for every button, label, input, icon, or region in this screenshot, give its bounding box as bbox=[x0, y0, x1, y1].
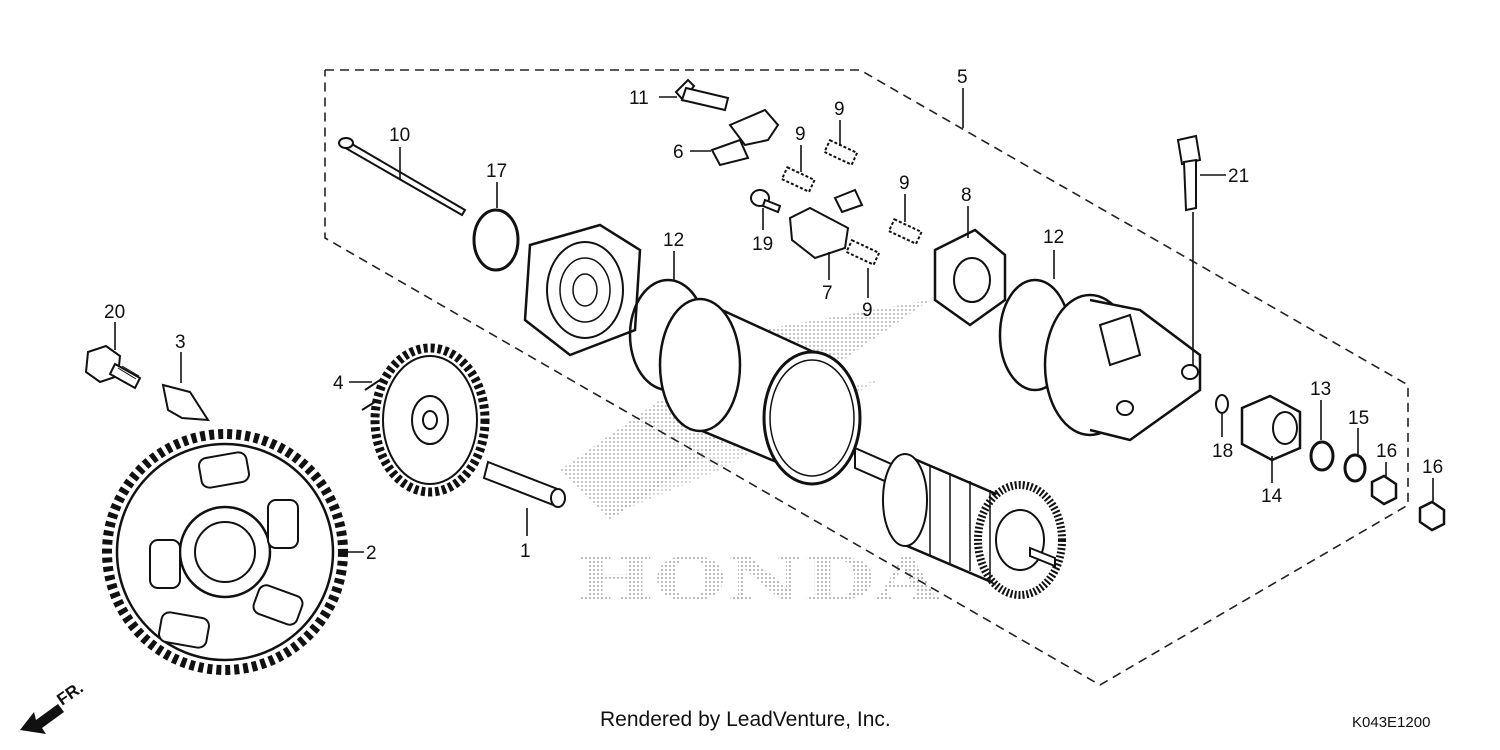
callout-18: 18 bbox=[1212, 441, 1233, 462]
screw-19 bbox=[750, 189, 782, 214]
terminal-bolt-11 bbox=[674, 78, 730, 112]
callout-1: 1 bbox=[520, 541, 531, 562]
nut-16b bbox=[1418, 500, 1446, 532]
brush-terminal-6 bbox=[710, 108, 780, 167]
callout-13: 13 bbox=[1310, 379, 1331, 400]
terminal-insulator-14 bbox=[1240, 394, 1302, 462]
callout-5: 5 bbox=[957, 67, 968, 88]
reduction-gear-shaft-1 bbox=[482, 460, 566, 508]
callout-16a: 16 bbox=[1376, 441, 1397, 462]
callout-2: 2 bbox=[366, 543, 377, 564]
starter-motor-yoke bbox=[658, 297, 862, 486]
washer-13 bbox=[1309, 440, 1335, 472]
flange-bolt-20 bbox=[84, 344, 142, 390]
o-ring-17 bbox=[472, 208, 520, 272]
callout-19: 19 bbox=[752, 234, 773, 255]
callout-8: 8 bbox=[961, 185, 972, 206]
callout-16b: 16 bbox=[1422, 457, 1443, 478]
callout-9a: 9 bbox=[834, 99, 845, 120]
callout-12a: 12 bbox=[663, 230, 684, 251]
callout-9d: 9 bbox=[862, 300, 873, 321]
starter-driven-gear bbox=[102, 429, 348, 675]
reduction-gear-4 bbox=[361, 343, 490, 497]
rear-cover bbox=[1043, 293, 1202, 442]
callout-12b: 12 bbox=[1043, 227, 1064, 248]
honda-watermark-text: HONDA bbox=[575, 545, 942, 615]
callout-3: 3 bbox=[175, 332, 186, 353]
callout-17: 17 bbox=[486, 161, 507, 182]
callout-20: 20 bbox=[104, 302, 125, 323]
brush-springs bbox=[780, 138, 923, 267]
callout-9c: 9 bbox=[899, 173, 910, 194]
diagram-code: K043E1200 bbox=[1352, 714, 1431, 731]
brush-holder-7 bbox=[788, 188, 864, 260]
callout-7: 7 bbox=[822, 283, 833, 304]
callout-11: 11 bbox=[629, 88, 649, 109]
footer-credit: Rendered by LeadVenture, Inc. bbox=[600, 708, 891, 731]
callouts: 1 2 3 4 5 6 7 8 9 9 9 9 10 11 12 12 13 1… bbox=[104, 67, 1443, 564]
front-direction-arrow: FR. bbox=[20, 678, 87, 734]
callout-6: 6 bbox=[673, 142, 684, 163]
through-bolt-10 bbox=[338, 137, 467, 217]
callout-15: 15 bbox=[1348, 408, 1369, 429]
leader-lines bbox=[114, 88, 1434, 553]
flange-bolt-21 bbox=[1176, 134, 1202, 212]
callout-14: 14 bbox=[1261, 486, 1283, 507]
starter-assembly-boundary bbox=[324, 69, 1409, 686]
callout-21: 21 bbox=[1228, 166, 1249, 187]
brush-plate-8 bbox=[933, 228, 1007, 327]
washer-18 bbox=[1215, 394, 1229, 414]
front-cover bbox=[523, 223, 642, 357]
callout-4: 4 bbox=[333, 373, 344, 394]
callout-10: 10 bbox=[389, 125, 410, 146]
callout-9b: 9 bbox=[795, 124, 806, 145]
nut-16a bbox=[1370, 474, 1398, 506]
set-plate-3 bbox=[161, 383, 210, 422]
washer-15 bbox=[1343, 453, 1367, 483]
armature bbox=[854, 446, 1066, 599]
